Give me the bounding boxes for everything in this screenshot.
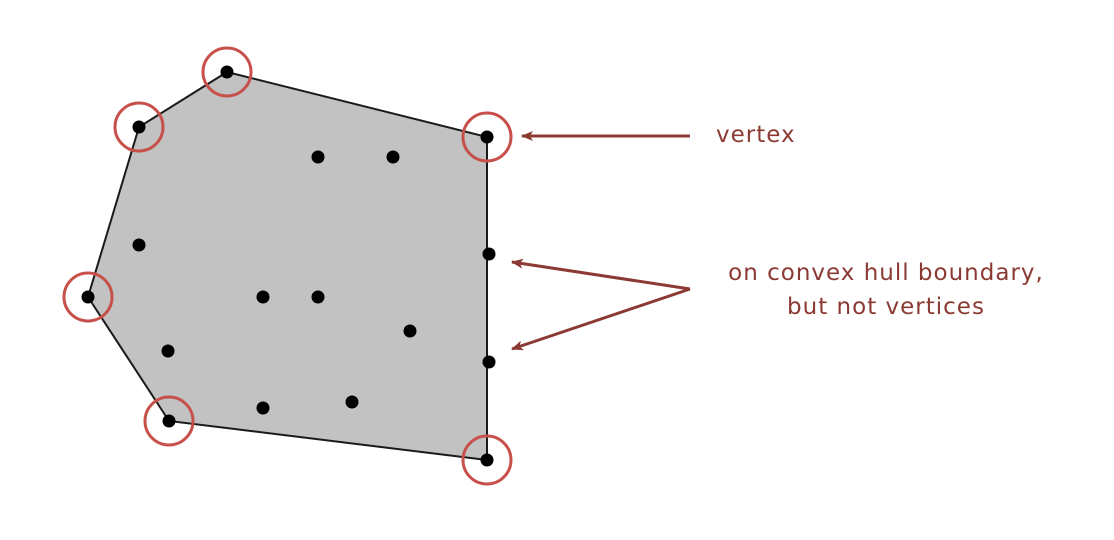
boundary-label-line-2: but not vertices bbox=[787, 294, 985, 320]
convex-hull-polygon bbox=[86, 70, 488, 462]
vertex-circle bbox=[113, 101, 165, 153]
vertex-circle bbox=[143, 395, 195, 447]
boundary-arrow-upper bbox=[511, 258, 691, 291]
hull-vertex-point bbox=[480, 130, 494, 144]
boundary-arrow-lower bbox=[511, 287, 691, 351]
vertex-circle bbox=[62, 271, 114, 323]
interior-point bbox=[386, 150, 400, 164]
vertex-circle bbox=[461, 434, 513, 486]
boundary-label-line-1: on convex hull boundary, bbox=[728, 260, 1044, 286]
interior-point bbox=[403, 324, 417, 338]
boundary-point bbox=[482, 355, 496, 369]
interior-point bbox=[311, 290, 325, 304]
interior-point bbox=[256, 290, 270, 304]
vertex-label: vertex bbox=[716, 122, 796, 148]
interior-point bbox=[345, 395, 359, 409]
vertex-circle bbox=[201, 46, 253, 98]
point-set bbox=[81, 65, 496, 467]
boundary-label: on convex hull boundary, but not vertice… bbox=[700, 256, 1072, 324]
boundary-point bbox=[482, 247, 496, 261]
interior-point bbox=[132, 238, 146, 252]
interior-point bbox=[311, 150, 325, 164]
hull-vertex-point bbox=[162, 414, 176, 428]
hull-vertex-point bbox=[81, 290, 95, 304]
annotation-arrows bbox=[511, 131, 691, 351]
interior-point bbox=[161, 344, 175, 358]
hull-vertex-point bbox=[220, 65, 234, 79]
vertex-circle bbox=[461, 111, 513, 163]
interior-point bbox=[256, 401, 270, 415]
hull-vertex-point bbox=[132, 120, 146, 134]
vertex-circles bbox=[62, 46, 513, 486]
hull-vertex-point bbox=[480, 453, 494, 467]
